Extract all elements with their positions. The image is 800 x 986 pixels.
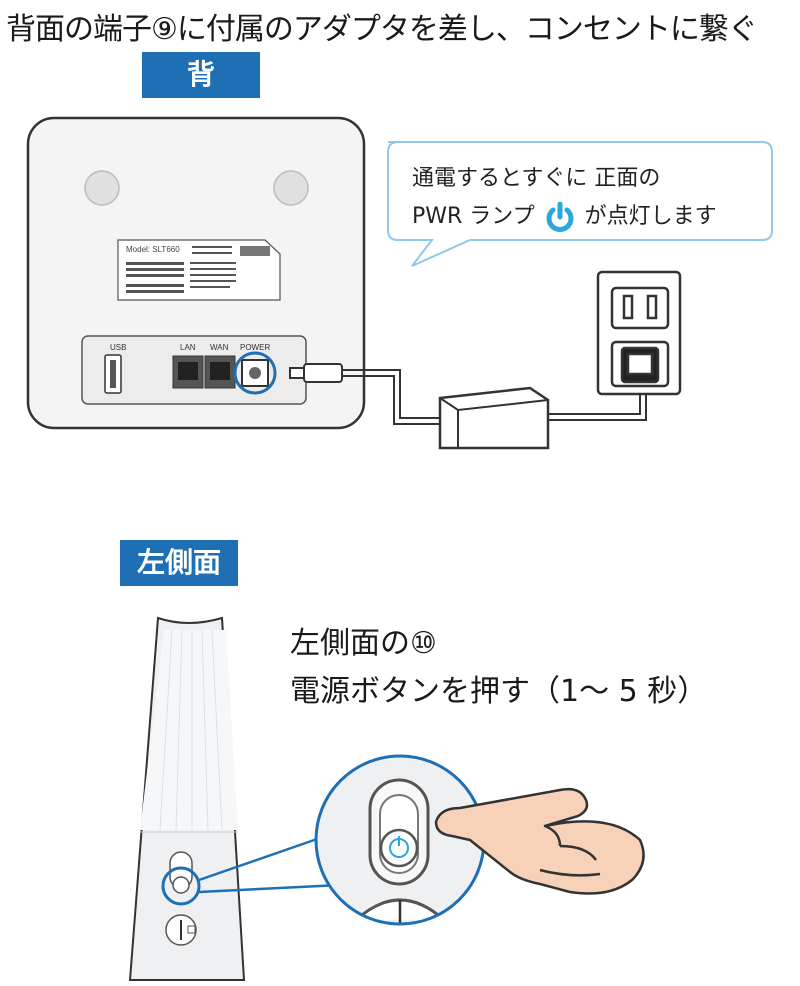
router-back-view: Model: SLT660 USB LAN WAN PO (26, 116, 366, 430)
side-power-button[interactable] (172, 876, 190, 894)
zoom-inset (314, 754, 486, 926)
side-section-badge: 左側面 (120, 540, 238, 586)
pointing-hand (434, 787, 645, 895)
callout-bubble (387, 141, 773, 267)
spec-label: Model: SLT660 (117, 239, 281, 301)
side-instruction-line1: 左側面の⑩ (290, 626, 437, 661)
wall-outlet (596, 270, 682, 396)
power-port-highlight (233, 351, 277, 395)
side-power-button-highlight (161, 866, 201, 906)
side-instruction-line2: 電源ボタンを押す（1〜 5 秒） (290, 674, 708, 709)
rubber-foot (273, 170, 309, 206)
rubber-foot (84, 170, 120, 206)
callout-line2-start: PWR ランプ (412, 204, 535, 229)
zoom-connector (198, 836, 341, 894)
callout-line2: PWR ランプ が点灯します (412, 198, 717, 232)
usb-label: USB (110, 343, 126, 352)
lan-label: LAN (180, 343, 196, 352)
callout-line2-end: が点灯します (584, 204, 717, 229)
label-model-text: Model: SLT660 (126, 245, 180, 254)
power-label: POWER (240, 343, 270, 352)
wan-label: WAN (210, 343, 229, 352)
back-section-badge: 背 面 (142, 52, 260, 137)
router-side-view (128, 616, 246, 981)
power-icon (546, 202, 574, 232)
page-heading: 背面の端子⑨に付属のアダプタを差し、コンセントに繋ぐ (6, 12, 758, 47)
callout-line1: 通電するとすぐに 正面の (412, 166, 661, 191)
ac-adapter (289, 363, 647, 450)
